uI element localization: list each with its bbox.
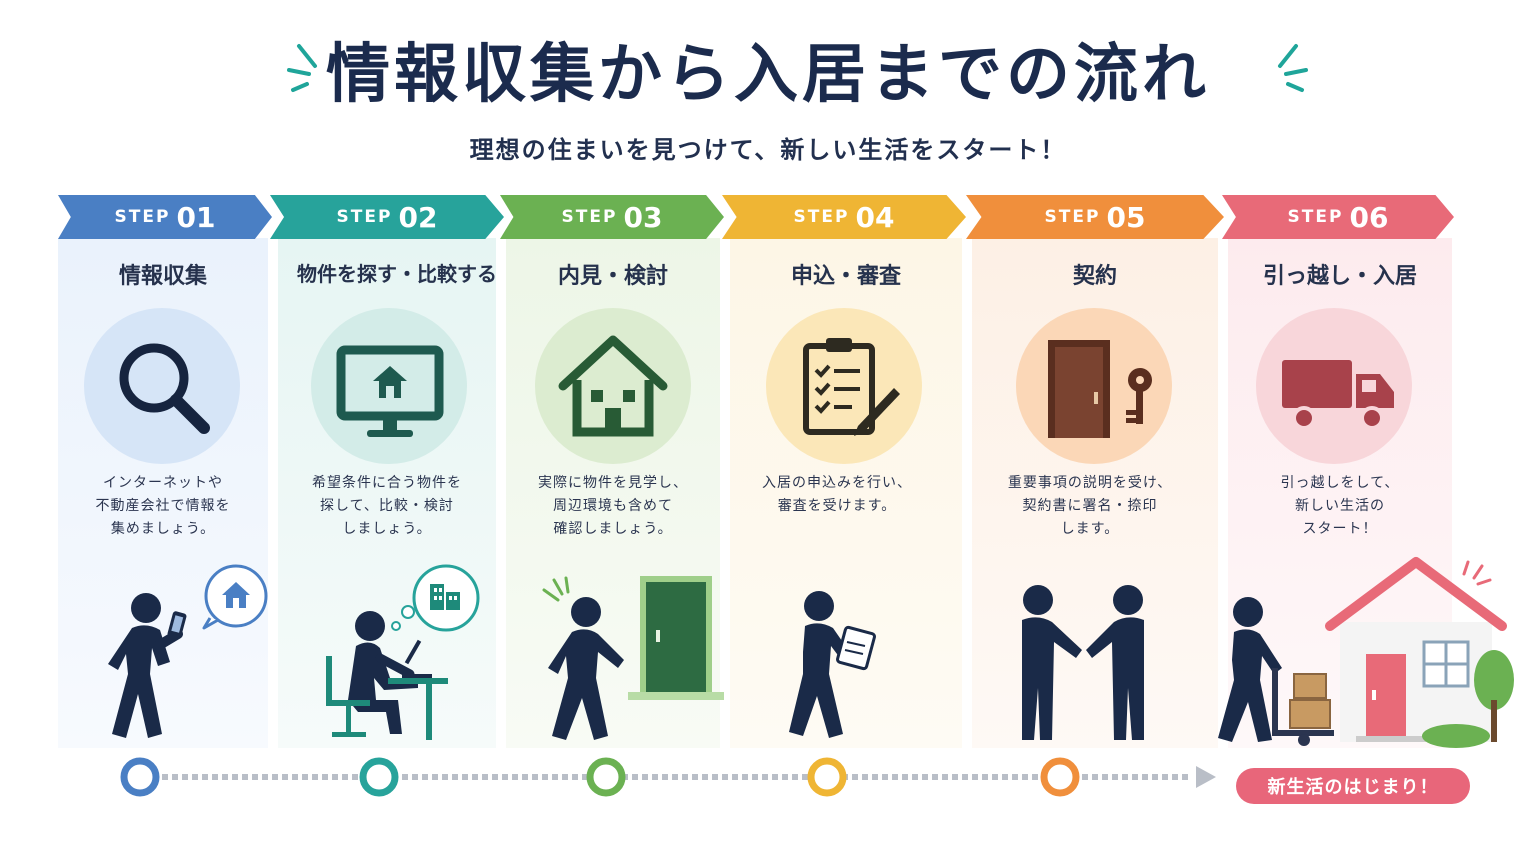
progress-timeline [120, 757, 1216, 797]
finish-badge: 新生活のはじまり！ [1236, 768, 1470, 804]
person-phone-figure [108, 564, 268, 738]
timeline-node-4 [807, 757, 847, 797]
people-handshake-figure [1022, 585, 1144, 740]
step-description-2: 希望条件に合う物件を 探して、比較・検討 しましょう。 [312, 475, 462, 537]
step-word: STEP [114, 207, 171, 227]
step-title-1: 情報収集 [118, 264, 207, 289]
step-icon-3 [535, 308, 691, 464]
sparkle-left-icon [287, 44, 317, 92]
truck-icon [1282, 360, 1394, 430]
page-title: 情報収集から入居までの流れ [326, 38, 1210, 112]
step-number: 06 [1349, 200, 1389, 234]
timeline-node-5 [1040, 757, 1080, 797]
step-icon-5 [1016, 308, 1172, 464]
step-description-4: 入居の申込みを行い、 審査を受けます。 [762, 475, 912, 514]
page-subtitle: 理想の住まいを見つけて、新しい生活をスタート！ [469, 136, 1067, 164]
person-tablet-figure [789, 591, 876, 738]
step-number: 05 [1106, 200, 1146, 234]
door-key-icon [1048, 340, 1152, 438]
step-icon-6 [1256, 308, 1412, 464]
step-description-6: 引っ越しをして、 新しい生活の スタート！ [1280, 475, 1400, 537]
step-title-3: 内見・検討 [557, 264, 668, 289]
house-icon [558, 335, 668, 437]
step-description-3: 実際に物件を見学し、 周辺環境も含めて 確認しましょう。 [538, 475, 688, 537]
magnifier-icon [119, 343, 210, 434]
step-description-1: インターネットや 不動産会社で情報を 集めましょう。 [95, 475, 231, 537]
sparkle-right-icon [1278, 44, 1308, 92]
monitor-house-icon [336, 345, 444, 437]
step-word: STEP [561, 207, 618, 227]
step-word: STEP [1287, 207, 1344, 227]
step-number: 01 [176, 200, 216, 234]
step-word: STEP [336, 207, 393, 227]
timeline-node-2 [359, 757, 399, 797]
step-number: 03 [623, 200, 663, 234]
clipboard-pen-icon [803, 338, 900, 436]
timeline-node-3 [586, 757, 626, 797]
step-number: 02 [398, 200, 438, 234]
person-laptop-figure [326, 564, 480, 740]
step-title-6: 引っ越し・入居 [1262, 264, 1417, 289]
step-title-2: 物件を探す・比較する [297, 262, 497, 286]
person-door-figure [542, 576, 724, 740]
step-icon-2 [311, 308, 467, 464]
step-word: STEP [793, 207, 850, 227]
step-icon-4 [766, 308, 922, 464]
step-description-5: 重要事項の説明を受け、 契約書に署名・捺印 します。 [1007, 475, 1173, 537]
step-icon-1 [84, 308, 240, 464]
timeline-node-1 [120, 757, 160, 797]
step-number: 04 [855, 200, 895, 234]
step-word: STEP [1044, 207, 1101, 227]
step-title-5: 契約 [1072, 264, 1117, 289]
step-title-4: 申込・審査 [790, 264, 901, 289]
moving-house-figure [1218, 557, 1514, 748]
